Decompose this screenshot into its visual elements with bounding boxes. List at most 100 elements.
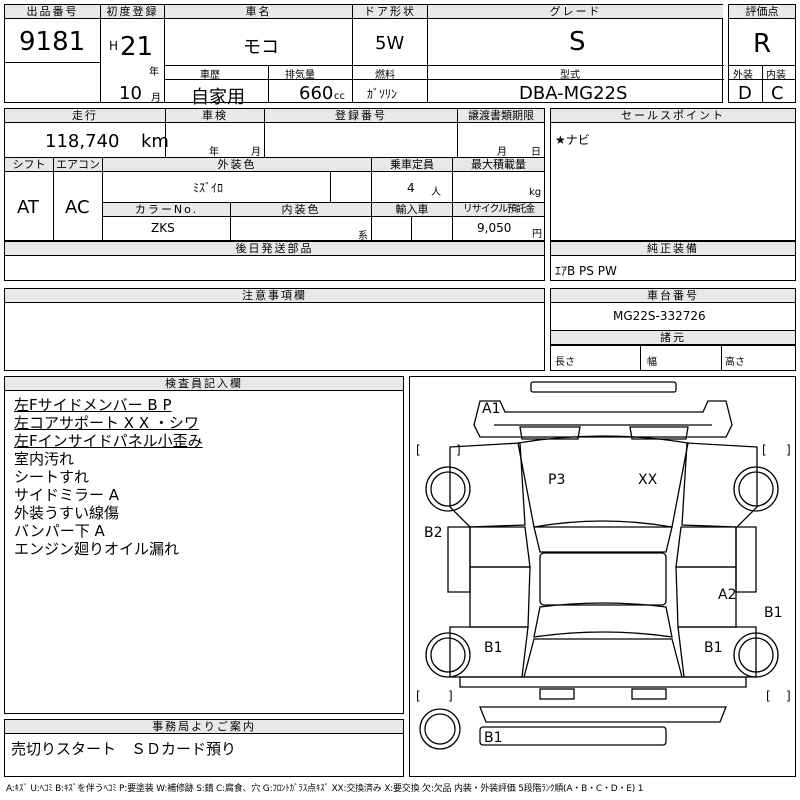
- int-color-unit: 系: [358, 231, 368, 242]
- color-no-label: カラーNo.: [103, 203, 230, 217]
- inspector-line: シートすれ: [14, 468, 90, 486]
- width-label: 幅: [647, 357, 657, 368]
- diagram-bracket: [: [762, 443, 767, 457]
- office-label: 事務局よりご案内: [5, 720, 403, 734]
- score-label: 評価点: [729, 5, 795, 19]
- equipment: ｴｱB PS PW: [555, 264, 617, 278]
- car-name: モコ: [243, 37, 279, 58]
- inspection-label: 車検: [166, 109, 264, 123]
- dims-label: 諸元: [551, 331, 795, 345]
- capacity-label: 乗車定員: [372, 158, 452, 172]
- diagram-bracket: ]: [786, 689, 791, 703]
- inspector-line: バンパー下 A: [14, 522, 105, 540]
- inspector-line: 左コアサポート X X ・シワ: [14, 414, 199, 432]
- car-outline: [419, 381, 779, 750]
- parts-box: 後日発送部品: [4, 241, 545, 281]
- int-color-label: 内装色: [231, 203, 371, 217]
- model-label: 型式: [560, 70, 580, 81]
- selling-point-box: セールスポイント ★ナビ: [550, 108, 796, 241]
- inspector-line: 左Fサイドメンバー B P: [14, 396, 172, 414]
- history-label: 車歴: [200, 70, 220, 81]
- exterior-grade: D: [738, 83, 752, 104]
- lot-label: 出品番号: [5, 5, 100, 19]
- insp-month-unit: 月: [251, 147, 261, 158]
- damage-mark: B1: [484, 730, 503, 746]
- inspector-line: 外装うすい線傷: [14, 504, 120, 522]
- selling-label: セールスポイント: [551, 109, 795, 123]
- fuel: ｶﾞｿﾘﾝ: [367, 87, 398, 101]
- inspector-box: 検査員記入欄 左Fサイドメンバー B P 左コアサポート X X ・シワ 左Fイ…: [4, 376, 404, 714]
- diagram-bracket: [: [416, 689, 421, 703]
- office-box: 事務局よりご案内 売切りスタート ＳＤカード預り: [4, 719, 404, 777]
- model: DBA-MG22S: [519, 83, 628, 104]
- interior-label: 内装: [766, 70, 786, 81]
- year-unit: 年: [149, 67, 159, 78]
- fuel-label: 燃料: [375, 70, 395, 81]
- parts-label: 後日発送部品: [5, 242, 544, 256]
- damage-mark: B1: [484, 640, 503, 656]
- shift: AT: [17, 197, 39, 218]
- recycle-label: リサイクル預託金: [453, 203, 544, 217]
- diagram-bracket: ]: [456, 443, 461, 457]
- mileage: 118,740: [45, 131, 120, 152]
- transfer-month-unit: 月: [497, 147, 507, 158]
- mileage-table: 走行 車検 登録番号 譲渡書類期限 118,740 km 年 月 月 日 シフト…: [4, 108, 545, 242]
- damage-mark: XX: [638, 472, 658, 488]
- capacity-unit: 人: [431, 187, 441, 198]
- interior-grade: C: [771, 83, 784, 104]
- damage-mark: B2: [424, 525, 443, 541]
- chassis-label: 車台番号: [551, 289, 795, 303]
- height-label: 高さ: [725, 357, 745, 368]
- transfer-label: 譲渡書類期限: [458, 109, 544, 123]
- displacement-unit: cc: [334, 91, 345, 102]
- month-unit: 月: [151, 93, 161, 104]
- chassis-box: 車台番号 MG22S-332726 諸元 長さ 幅 高さ: [550, 288, 796, 371]
- first-reg-month: 10: [119, 83, 142, 104]
- diagram-bracket: ]: [786, 443, 791, 457]
- length-label: 長さ: [555, 357, 575, 368]
- car-diagram: [ ] [ ] [ ] [ ] A1 P3 XX B2 A2 B1 B1 B1 …: [409, 376, 796, 777]
- displacement: 660: [299, 83, 334, 104]
- grade-label: グレード: [428, 5, 723, 19]
- door-type: 5W: [375, 33, 405, 54]
- ac: AC: [65, 197, 90, 218]
- inspector-line: エンジン廻りオイル漏れ: [14, 540, 180, 558]
- recycle: 9,050: [477, 221, 512, 235]
- damage-mark: B1: [764, 605, 783, 621]
- inspector-label: 検査員記入欄: [5, 377, 403, 391]
- damage-mark: B1: [704, 640, 723, 656]
- capacity: 4: [407, 181, 415, 195]
- maxload-label: 最大積載量: [453, 158, 544, 172]
- score-table: 評価点 R 外装 内装 D C: [728, 4, 796, 104]
- damage-mark: P3: [548, 472, 566, 488]
- displacement-label: 排気量: [285, 70, 315, 81]
- ac-label: エアコン: [54, 158, 102, 172]
- import-label: 輸入車: [372, 203, 452, 217]
- notes-label: 注意事項欄: [5, 289, 544, 303]
- exterior-label: 外装: [733, 70, 753, 81]
- mileage-label: 走行: [5, 109, 165, 123]
- score: R: [753, 29, 772, 59]
- insp-year-unit: 年: [209, 147, 219, 158]
- legend: A:ｷｽﾞ U:ﾍｺﾐ B:ｷｽﾞを伴うﾍｺﾐ P:要塗装 W:補修跡 S:錆 …: [6, 784, 644, 794]
- recycle-unit: 円: [532, 229, 542, 240]
- lot-number: 9181: [19, 27, 86, 57]
- car-name-label: 車名: [165, 5, 352, 19]
- inspector-line: サイドミラー A: [14, 486, 120, 504]
- office-note: 売切りスタート ＳＤカード預り: [11, 740, 237, 758]
- regno-label: 登録番号: [265, 109, 457, 123]
- damage-mark: A2: [718, 587, 737, 603]
- color-no: ZKS: [151, 221, 175, 235]
- history: 自家用: [191, 87, 245, 108]
- selling-point: ★ナビ: [555, 133, 590, 147]
- transfer-day-unit: 日: [531, 147, 541, 158]
- equipment-box: 純正装備 ｴｱB PS PW: [550, 241, 796, 281]
- equip-label: 純正装備: [551, 242, 795, 256]
- chassis-number: MG22S-332726: [613, 309, 706, 323]
- diagram-bracket: [: [766, 689, 771, 703]
- ext-color-label: 外装色: [103, 158, 371, 172]
- damage-mark: A1: [482, 401, 501, 417]
- inspector-line: 室内汚れ: [14, 450, 75, 468]
- inspector-line: 左Fインサイドパネル小歪み: [14, 432, 203, 450]
- first-reg-label: 初度登録: [101, 5, 164, 19]
